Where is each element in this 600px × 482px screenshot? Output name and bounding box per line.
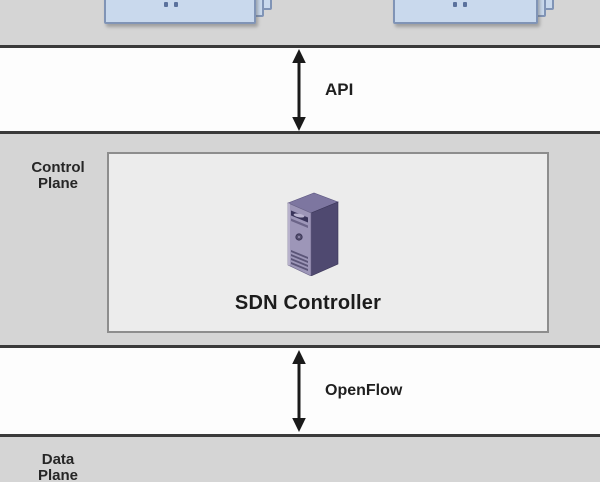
double-arrow-icon bbox=[292, 49, 306, 131]
sdn-controller-box: SDN Controller bbox=[107, 152, 549, 333]
data-plane-label: Data Plane bbox=[37, 451, 79, 482]
control-plane-label: Control Plane bbox=[31, 159, 85, 192]
double-arrow-icon bbox=[292, 350, 306, 432]
api-link: API bbox=[289, 49, 353, 131]
server-icon bbox=[287, 192, 339, 276]
app-text-fragment bbox=[164, 2, 168, 7]
openflow-link: OpenFlow bbox=[289, 350, 402, 432]
app-text-fragment bbox=[453, 2, 457, 7]
app-text-fragment bbox=[463, 2, 467, 7]
app-box-front bbox=[393, 0, 538, 24]
openflow-label: OpenFlow bbox=[325, 382, 403, 399]
sdn-controller-label: SDN Controller bbox=[234, 292, 382, 314]
app-box-front bbox=[104, 0, 256, 24]
data-plane-band bbox=[0, 434, 600, 482]
api-label: API bbox=[325, 80, 354, 99]
app-text-fragment bbox=[174, 2, 178, 7]
